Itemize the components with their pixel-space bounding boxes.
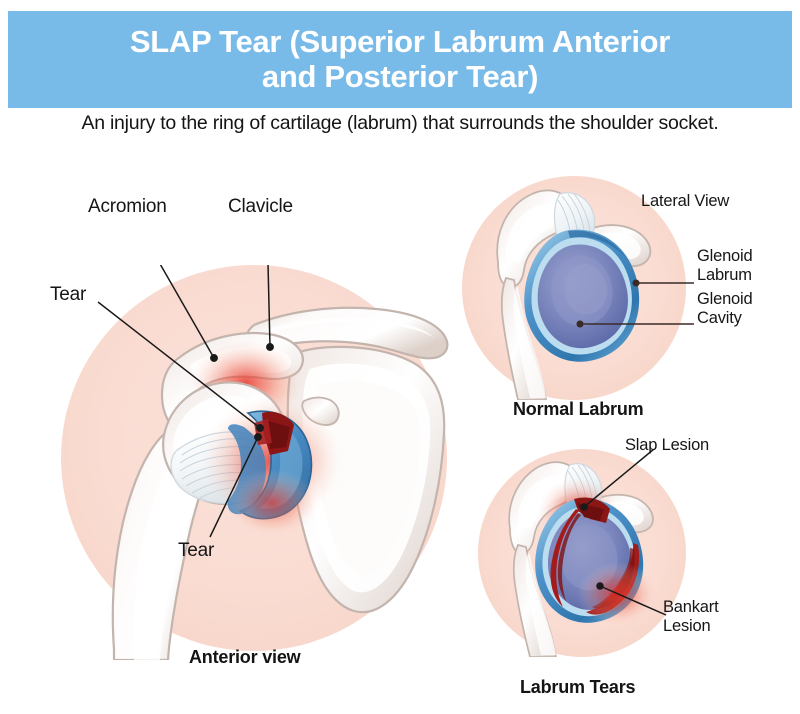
normal-labrum-panel [462, 176, 694, 400]
labrum-tears-artwork [478, 449, 686, 657]
label-bankart-lesion-line-2: Lesion [663, 617, 711, 636]
title-banner: SLAP Tear (Superior Labrum Anterior and … [8, 11, 792, 108]
caption-labrum-tears: Labrum Tears [520, 677, 636, 697]
label-lateral-view: Lateral View [641, 192, 730, 210]
label-bankart-lesion: Bankart Lesion [663, 598, 719, 637]
label-clavicle: Clavicle [228, 196, 293, 217]
anterior-view-panel [58, 265, 458, 660]
caption-normal-labrum: Normal Labrum [513, 399, 644, 419]
label-glenoid-cavity-line-2: Cavity [697, 309, 742, 328]
page-title: SLAP Tear (Superior Labrum Anterior and … [24, 23, 777, 94]
labrum-tears-panel [478, 449, 686, 657]
caption-anterior-view: Anterior view [189, 647, 301, 667]
label-tear-upper: Tear [50, 284, 87, 305]
subtitle-text: An injury to the ring of cartilage (labr… [81, 112, 719, 134]
label-glenoid-cavity-line-1: Glenoid [697, 290, 753, 308]
label-glenoid-labrum-line-2: Labrum [697, 266, 752, 285]
label-glenoid-cavity: Glenoid Cavity [697, 290, 753, 329]
page-title-line-2: and Posterior Tear) [261, 58, 539, 94]
anterior-view-artwork [61, 265, 449, 660]
label-glenoid-labrum: Glenoid Labrum [697, 247, 753, 286]
label-glenoid-labrum-line-1: Glenoid [697, 247, 753, 265]
normal-labrum-artwork [462, 176, 686, 400]
page-title-line-1: SLAP Tear (Superior Labrum Anterior [129, 23, 671, 59]
label-slap-lesion: Slap Lesion [625, 436, 710, 454]
label-bankart-lesion-line-1: Bankart [663, 598, 719, 616]
label-tear-lower: Tear [178, 540, 215, 561]
label-acromion: Acromion [88, 196, 167, 217]
